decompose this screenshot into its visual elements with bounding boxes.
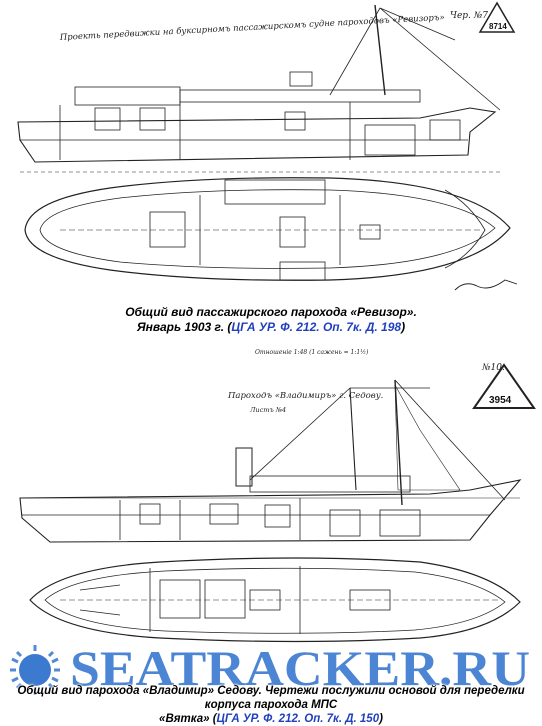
vladimir-caption-ship: «Вятка» (	[159, 713, 217, 725]
vladimir-scale-note: Отношеніе 1:48 (1 сажень = 1:1½)	[255, 349, 369, 356]
vladimir-sheet-ref: №10.	[481, 363, 505, 373]
vladimir-deck-plan	[29, 557, 521, 643]
vladimir-caption-line2: «Вятка» (ЦГА УР. Ф. 212. Оп. 7к. Д. 150)	[0, 712, 542, 726]
watermark-text: SEATRACKER.RU	[70, 645, 530, 696]
vladimir-caption-close: )	[379, 713, 383, 725]
revizor-caption: Общий вид пассажирского парохода «Ревизо…	[0, 305, 542, 335]
vladimir-caption: Общий вид парохода «Владимир» Седову. Че…	[0, 684, 542, 726]
revizor-stamp-code: 8714	[489, 22, 507, 31]
vladimir-drawing-title: Пароходъ «Владимиръ» г. Седову.	[227, 391, 383, 401]
vladimir-caption-line1: Общий вид парохода «Владимир» Седову. Че…	[17, 685, 525, 711]
revizor-caption-date: Январь 1903 г. (	[136, 320, 232, 334]
revizor-drawing: Проекть передвижки на буксирномъ пассажи…	[17, 1, 518, 291]
vladimir-sheet-no: Листъ №4	[249, 406, 286, 414]
revizor-caption-close: )	[401, 320, 406, 334]
seatracker-watermark: SEATRACKER.RU	[10, 645, 530, 696]
watermark-sun-icon	[10, 645, 60, 695]
vladimir-archive-stamp: 3954	[472, 363, 536, 409]
revizor-archive-reference: ЦГА УР. Ф. 212. Оп. 7к. Д. 198	[231, 320, 402, 334]
revizor-deck-plan	[24, 177, 511, 281]
revizor-archive-stamp: 8714	[478, 1, 516, 33]
revizor-side-elevation	[17, 4, 501, 173]
revizor-drawing-title: Проекть передвижки на буксирномъ пассажи…	[59, 12, 445, 43]
revizor-caption-line2: Январь 1903 г. (ЦГА УР. Ф. 212. Оп. 7к. …	[0, 320, 542, 335]
vladimir-drawing: Отношеніе 1:48 (1 сажень = 1:1½) Пароход…	[19, 349, 536, 643]
vladimir-stamp-code: 3954	[489, 395, 512, 406]
revizor-sheet-ref: Чер. №7	[450, 11, 488, 21]
vladimir-side-elevation	[19, 379, 522, 543]
vladimir-archive-reference: ЦГА УР. Ф. 212. Оп. 7к. Д. 150	[216, 713, 380, 725]
revizor-signature	[454, 279, 518, 291]
revizor-caption-line1: Общий вид пассажирского парохода «Ревизо…	[125, 305, 417, 319]
